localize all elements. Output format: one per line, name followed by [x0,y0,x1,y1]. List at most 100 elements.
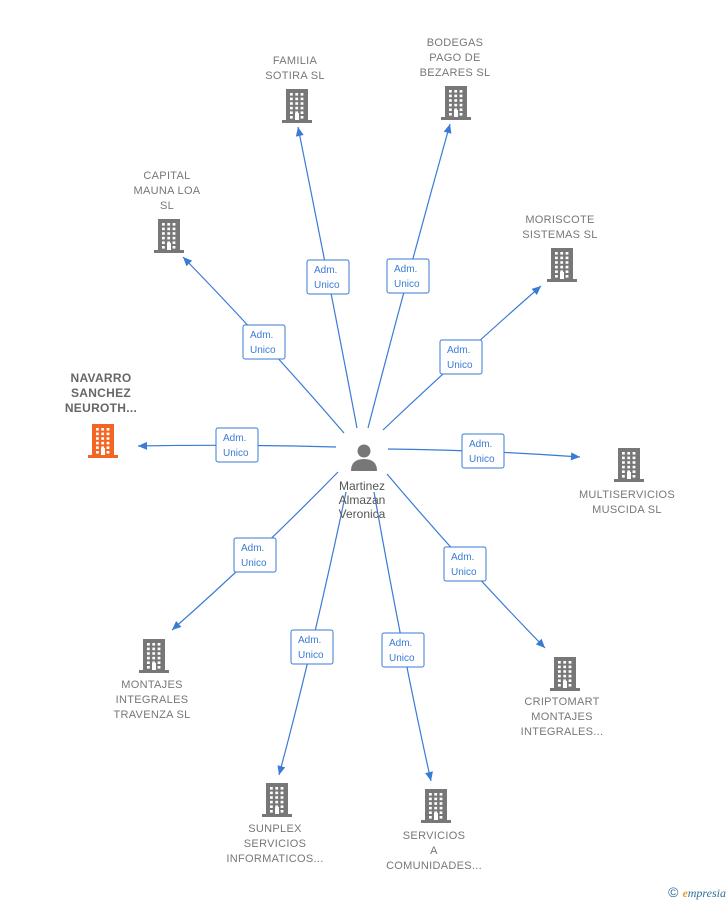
edge-label-text: Unico [447,360,473,371]
company-name-line[interactable]: CRIPTOMART [524,696,599,708]
person-name-line[interactable]: Veronica [339,507,386,521]
company-name-line[interactable]: SANCHEZ [71,386,131,400]
edge-criptomart[interactable]: Adm.Unico [386,473,546,649]
company-name-line[interactable]: INTEGRALES... [521,726,604,738]
edge-familia-sotira[interactable]: Adm.Unico [295,126,358,429]
building-icon [614,448,644,482]
edge-label-text: Unico [223,448,249,459]
edge-label-adm-unico[interactable]: Adm. Unico [461,433,505,469]
company-name-line[interactable]: MAUNA LOA [134,185,201,197]
person-icon [351,444,377,471]
edge-navarro-sanchez[interactable]: Adm. Unico [137,427,337,463]
edge-label-text: Adm. [298,635,321,646]
edge-label-adm-unico[interactable]: Adm. Unico [439,339,483,375]
company-name-line[interactable]: INFORMATICOS... [226,853,323,865]
building-icon [88,424,118,458]
company-name-line[interactable]: SISTEMAS SL [522,229,597,241]
company-name-line[interactable]: SERVICIOS [403,830,465,842]
edge-label-adm-unico[interactable]: Adm. Unico [233,537,277,573]
arrow-head [570,452,580,461]
company-node-sunplex[interactable]: SUNPLEX SERVICIOS INFORMATICOS... [226,783,323,865]
company-name-line[interactable]: COMUNIDADES... [386,860,482,872]
edge-label-adm-unico[interactable]: Adm. Unico [290,629,334,665]
company-name-line[interactable]: SOTIRA SL [265,70,325,82]
edge-label-adm-unico[interactable]: Adm. Unico [381,632,425,668]
company-name-line[interactable]: SUNPLEX [248,823,302,835]
company-node-familia-sotira[interactable]: FAMILIA SOTIRA SL [265,55,325,123]
edge-label-text: Unico [394,279,420,290]
company-node-criptomart[interactable]: CRIPTOMART MONTAJES INTEGRALES... [521,657,604,738]
company-name-line[interactable]: NEUROTH... [65,401,137,415]
edge-label-adm-unico[interactable]: Adm. Unico [242,324,286,360]
company-name-line[interactable]: BEZARES SL [420,67,491,79]
edge-bodegas-pago[interactable]: Adm.Unico [367,123,452,429]
company-name-line[interactable]: NAVARRO [71,371,132,385]
edge-label-text: Unico [469,454,495,465]
edge-multiservicios[interactable]: Adm. Unico [387,433,581,469]
building-icon [282,89,312,123]
edge-label-text: Unico [314,280,340,291]
company-name-line[interactable]: SERVICIOS [244,838,306,850]
building-icon [139,639,169,673]
person-name-line[interactable]: Martinez [339,479,385,493]
company-node-moriscote[interactable]: MORISCOTE SISTEMAS SL [522,214,597,282]
arrow-head [531,286,541,295]
company-name-line[interactable]: CAPITAL [143,170,190,182]
edge-label-text: Adm. [447,345,470,356]
company-name-line[interactable]: BODEGAS [427,37,484,49]
edge-label-text: Adm. [389,638,412,649]
company-name-line[interactable]: MONTAJES [531,711,592,723]
company-name-line[interactable]: INTEGRALES [116,694,189,706]
building-icon [441,86,471,120]
company-name-line[interactable]: TRAVENZA SL [113,709,190,721]
edge-label-adm-unico[interactable]: Adm.Unico [386,258,430,294]
arrow-head [172,621,182,630]
brand-footer[interactable]: ©empresia [668,884,726,901]
edge-montajes-travenza[interactable]: Adm. Unico [171,471,339,631]
arrow-head [183,257,193,267]
company-name-line[interactable]: FAMILIA [273,55,318,67]
edge-label-adm-unico[interactable]: Adm. Unico [215,427,259,463]
company-node-montajes-travenza[interactable]: MONTAJES INTEGRALES TRAVENZA SL [113,639,190,721]
company-node-servicios-comunidades[interactable]: SERVICIOS A COMUNIDADES... [386,789,482,872]
edge-label-text: Unico [298,650,324,661]
brand-logo-e: e [682,886,688,900]
nodes-layer: FAMILIA SOTIRA SL BODEGAS PAGO DE BEZARES SL… [65,37,675,872]
arrow-head [535,638,545,648]
building-icon [547,248,577,282]
edge-label-text: Adm. [451,552,474,563]
person-name-line[interactable]: Almazan [339,493,386,507]
company-name-line[interactable]: MORISCOTE [525,214,594,226]
edge-label-text: Unico [250,345,276,356]
company-name-line[interactable]: MULTISERVICIOS [579,489,675,501]
company-node-bodegas-pago[interactable]: BODEGAS PAGO DE BEZARES SL [420,37,491,120]
edge-label-text: Adm. [223,433,246,444]
edge-servicios-comunidades[interactable]: Adm. Unico [373,491,433,782]
edge-moriscote[interactable]: Adm. Unico [382,285,542,431]
edge-label-text: Adm. [250,330,273,341]
edge-label-adm-unico[interactable]: Adm.Unico [306,259,350,295]
arrow-head [295,127,304,137]
edge-capital-mauna-loa[interactable]: Adm. Unico [182,256,345,434]
edge-sunplex[interactable]: Adm. Unico [277,491,347,776]
company-name-line[interactable]: SL [160,200,174,212]
edge-label-text: Unico [389,653,415,664]
building-icon [550,657,580,691]
edge-label-adm-unico[interactable]: Adm.Unico [443,546,487,582]
company-node-capital-mauna-loa[interactable]: CAPITAL MAUNA LOA SL [134,170,201,253]
edge-label-text: Unico [241,558,267,569]
company-node-navarro-sanchez[interactable]: NAVARROSANCHEZNEUROTH... [65,371,137,458]
building-icon [262,783,292,817]
company-name-line[interactable]: MUSCIDA SL [592,504,662,516]
company-name-line[interactable]: A [430,845,438,857]
company-name-line[interactable]: PAGO DE [429,52,480,64]
arrow-head [443,124,452,134]
edge-label-text: Adm. [241,543,264,554]
building-icon [421,789,451,823]
company-name-line[interactable]: MONTAJES [121,679,182,691]
edge-label-text: Adm. [469,439,492,450]
company-node-multiservicios[interactable]: MULTISERVICIOS MUSCIDA SL [579,448,675,516]
